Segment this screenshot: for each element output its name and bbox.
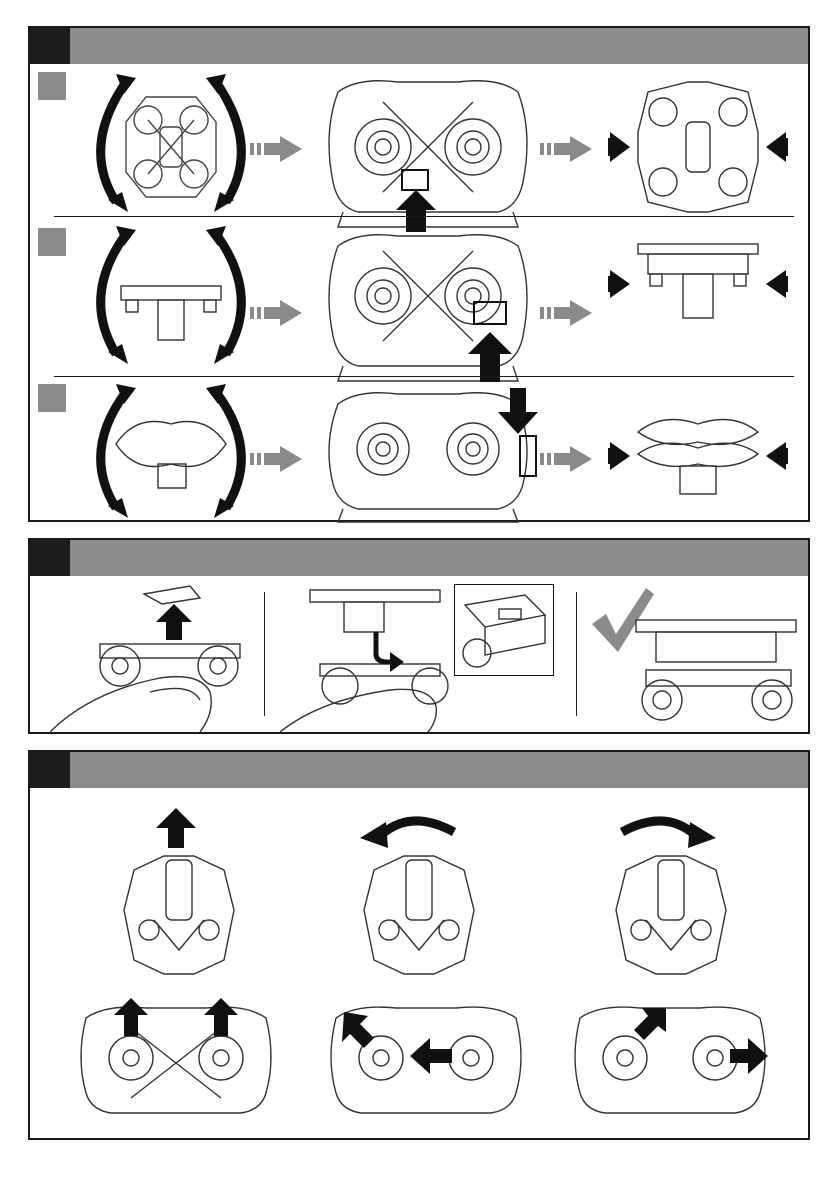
grey-right-arrow-icon bbox=[250, 136, 302, 162]
panel-header bbox=[30, 28, 808, 64]
panel-number bbox=[30, 540, 70, 576]
remote-controller-mode-button-3 bbox=[318, 384, 538, 524]
column-divider bbox=[576, 592, 577, 716]
drone-forward-view bbox=[354, 850, 484, 980]
rotate-right-arrow-icon bbox=[620, 808, 716, 850]
grey-right-arrow-icon bbox=[540, 300, 592, 326]
drone-side-result bbox=[608, 238, 788, 338]
assembled-car-drone bbox=[626, 610, 806, 730]
row-divider bbox=[54, 376, 794, 377]
drone-top-view-rotation bbox=[86, 72, 256, 222]
panel-number bbox=[30, 28, 70, 64]
step-marker-2 bbox=[38, 228, 66, 256]
remote-left-stick-diag-right-stick-right bbox=[570, 998, 770, 1118]
grey-right-arrow-icon bbox=[250, 446, 302, 472]
drone-tilt-rotation bbox=[86, 384, 256, 518]
car-attach-step-2 bbox=[280, 582, 450, 732]
detail-inset-box bbox=[454, 584, 554, 676]
drone-quad-result bbox=[608, 72, 788, 222]
rotate-left-arrow-icon bbox=[360, 808, 456, 850]
remote-left-stick-diag-right-stick-left bbox=[326, 998, 526, 1118]
car-attach-step-1 bbox=[50, 582, 260, 732]
remote-controller-mode-button-1 bbox=[318, 72, 538, 232]
remote-both-sticks-up bbox=[76, 998, 276, 1118]
panel-car-attachment bbox=[28, 538, 810, 734]
panel-flight-controls bbox=[28, 750, 810, 1140]
panel-header bbox=[30, 540, 808, 576]
drone-forward-view bbox=[114, 850, 244, 980]
detail-closeup bbox=[455, 585, 553, 675]
panel-number bbox=[30, 752, 70, 788]
drone-forward-view bbox=[606, 850, 736, 980]
step-marker-1 bbox=[38, 72, 66, 100]
grey-right-arrow-icon bbox=[250, 300, 302, 326]
panel-mode-selection bbox=[28, 26, 810, 522]
row-divider bbox=[54, 216, 794, 217]
panel-header bbox=[30, 752, 808, 788]
up-arrow-icon bbox=[156, 808, 196, 848]
grey-right-arrow-icon bbox=[540, 136, 592, 162]
step-marker-3 bbox=[38, 384, 66, 412]
column-divider bbox=[264, 592, 265, 716]
grey-right-arrow-icon bbox=[540, 446, 592, 472]
drone-stacked-result bbox=[608, 402, 788, 502]
drone-side-view-rotation bbox=[86, 226, 256, 364]
remote-controller-mode-button-2 bbox=[318, 226, 538, 386]
